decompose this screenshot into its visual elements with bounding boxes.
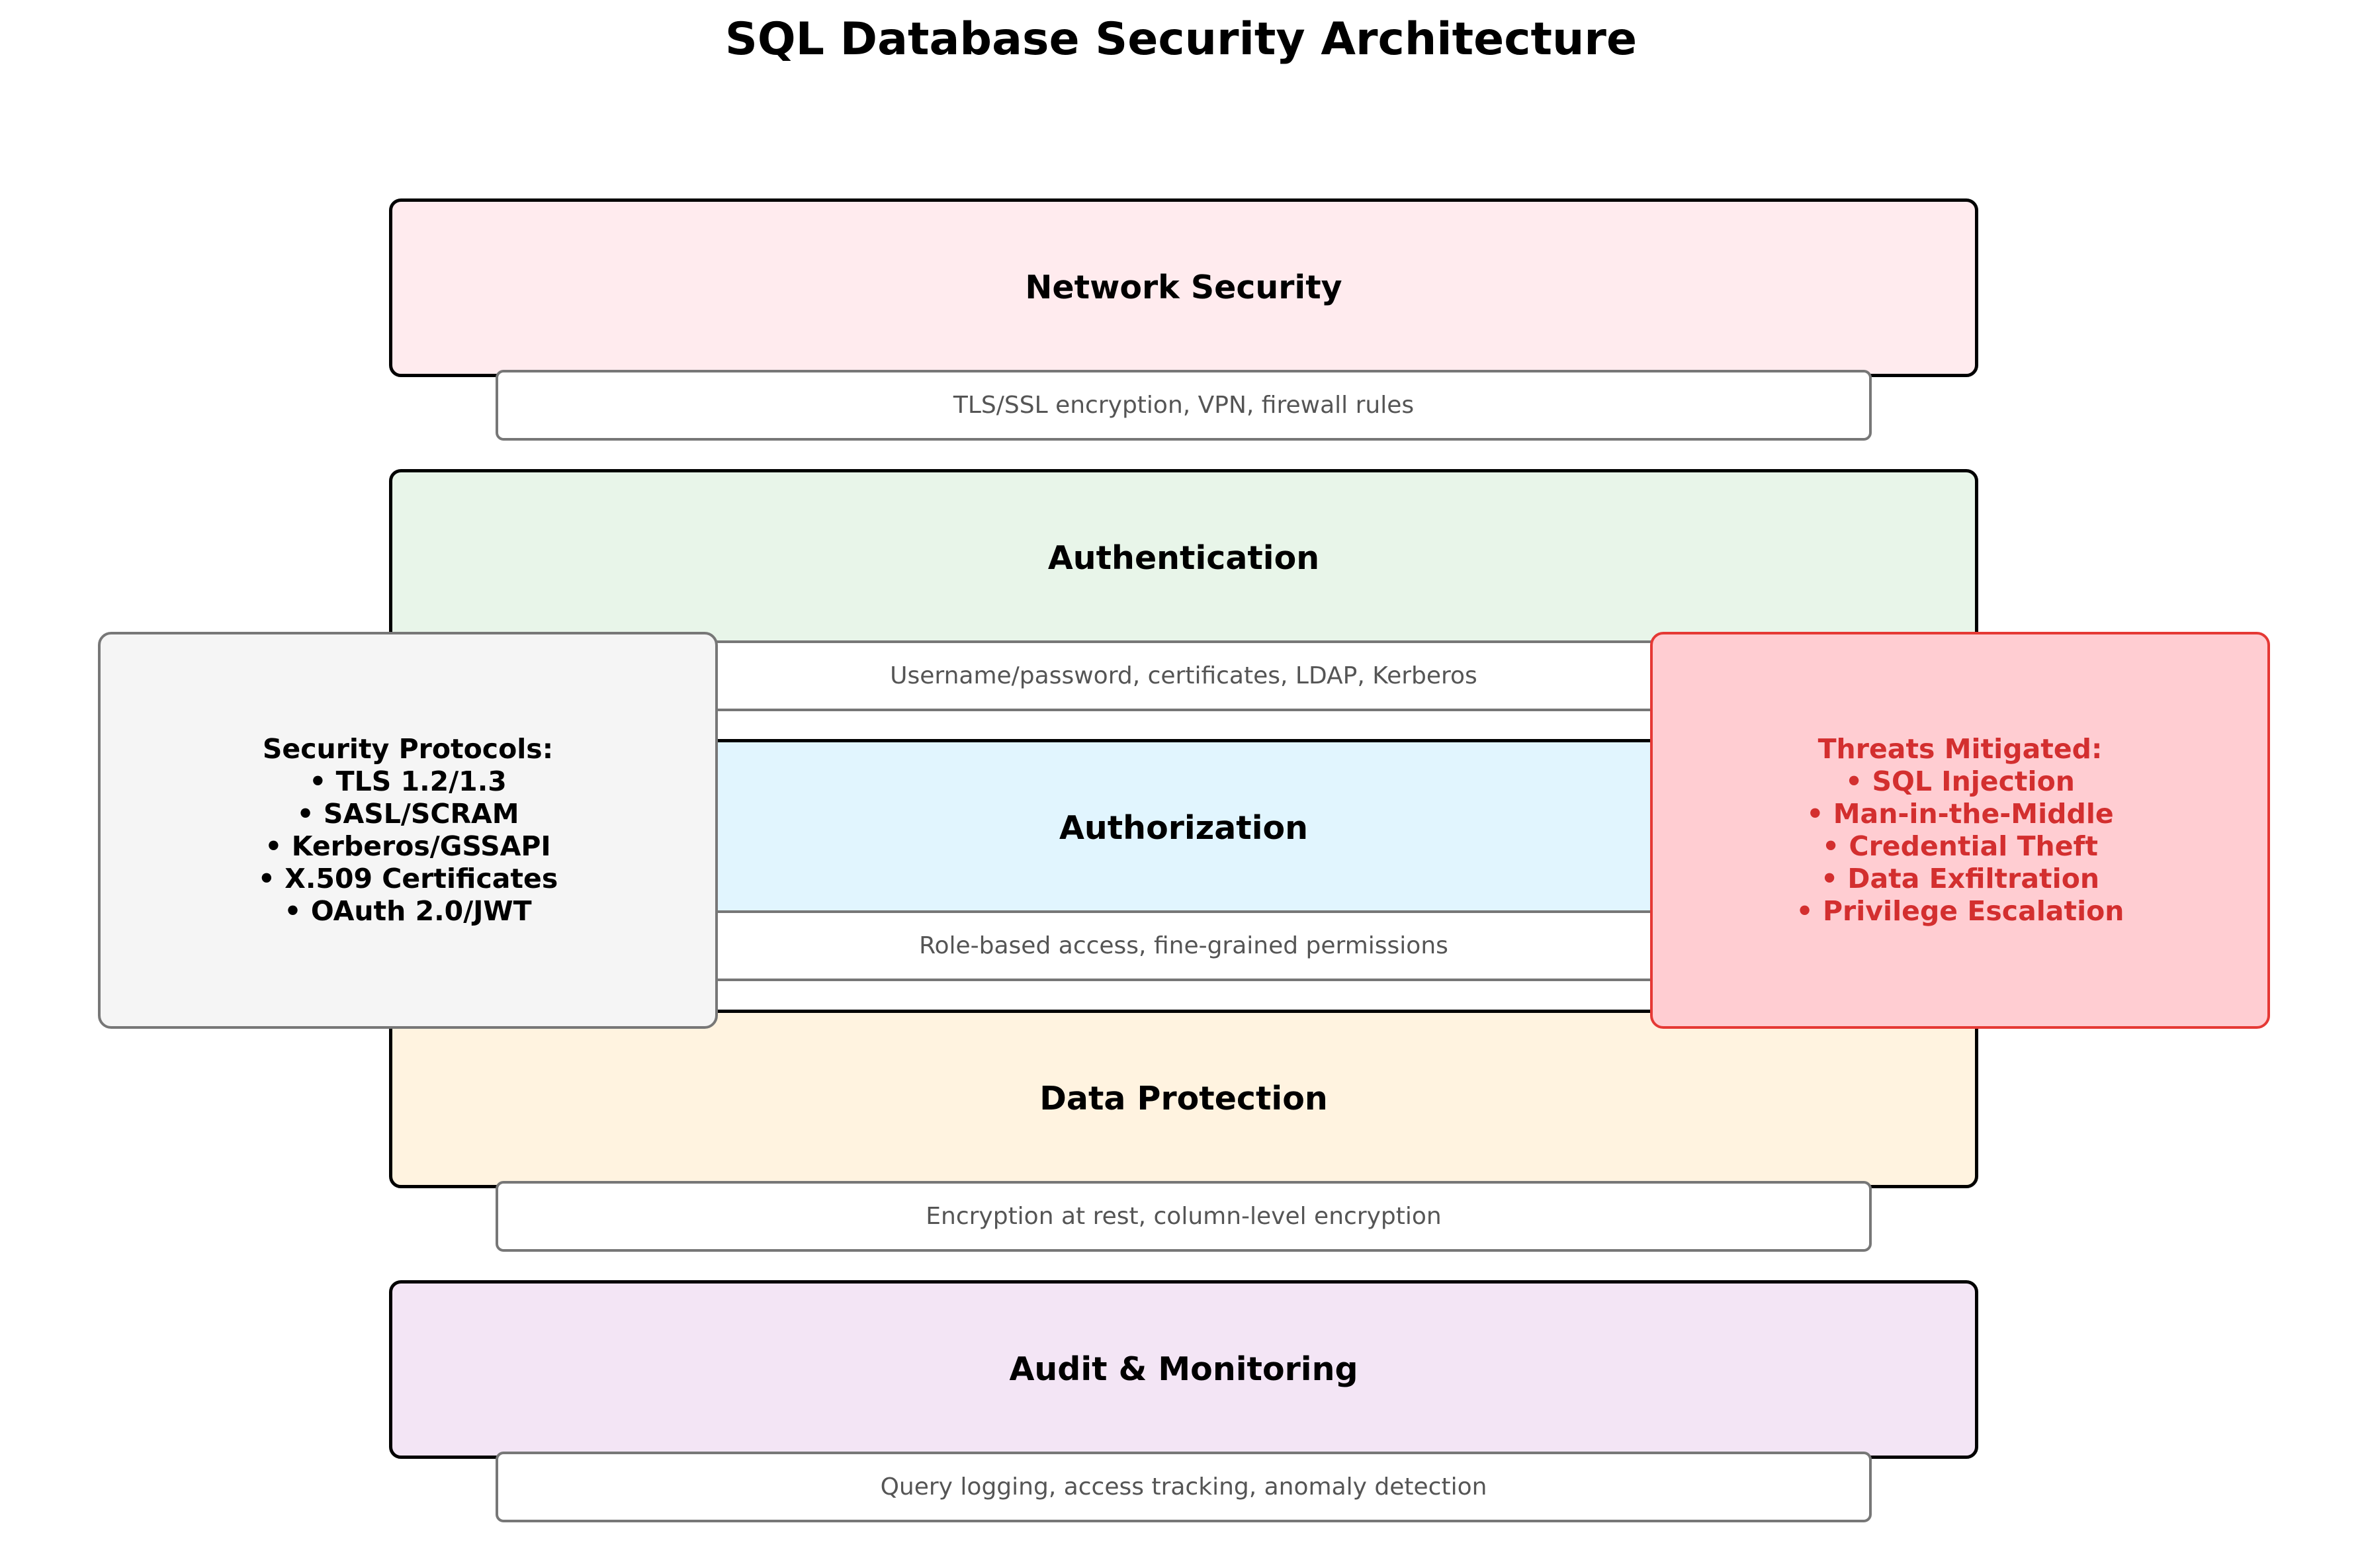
- threat-item: • Credential Theft: [1822, 830, 2098, 862]
- protocol-item: • X.509 Certificates: [257, 863, 558, 894]
- protocol-item: • TLS 1.2/1.3: [309, 765, 507, 797]
- threat-item: • Data Exfiltration: [1820, 863, 2100, 894]
- protocol-item: • Kerberos/GSSAPI: [265, 830, 551, 862]
- layer-audit-monitoring: [389, 1280, 1978, 1459]
- threat-item: • Privilege Escalation: [1796, 895, 2124, 927]
- security-protocols-text: Security Protocols: • TLS 1.2/1.3 • SASL…: [98, 632, 718, 1029]
- threats-mitigated-heading: Threats Mitigated:: [1817, 733, 2103, 765]
- protocol-item: • SASL/SCRAM: [296, 798, 519, 830]
- diagram-title: SQL Database Security Architecture: [724, 13, 1638, 65]
- desc-authentication: Username/password, certificates, LDAP, K…: [890, 662, 1477, 689]
- layer-label-authentication: Authentication: [1047, 539, 1320, 577]
- desc-authorization: Role-based access, fine-grained permissi…: [919, 932, 1448, 959]
- desc-box-network-security: [496, 370, 1872, 441]
- desc-data-protection: Encryption at rest, column-level encrypt…: [926, 1203, 1442, 1230]
- desc-audit-monitoring: Query logging, access tracking, anomaly …: [880, 1473, 1487, 1501]
- desc-network-security: TLS/SSL encryption, VPN, firewall rules: [953, 392, 1415, 419]
- layer-label-authorization: Authorization: [1059, 809, 1309, 847]
- threats-mitigated-text: Threats Mitigated: • SQL Injection • Man…: [1650, 632, 2270, 1029]
- layer-label-data-protection: Data Protection: [1039, 1080, 1328, 1117]
- desc-box-audit-monitoring: [496, 1452, 1872, 1522]
- layer-label-audit-monitoring: Audit & Monitoring: [1009, 1350, 1358, 1388]
- layer-network-security: [389, 198, 1978, 377]
- protocol-item: • OAuth 2.0/JWT: [284, 895, 532, 927]
- threats-mitigated-panel: [1650, 632, 2270, 1029]
- desc-box-data-protection: [496, 1181, 1872, 1252]
- desc-box-authorization: [496, 910, 1872, 981]
- threat-item: • SQL Injection: [1845, 765, 2075, 797]
- layer-label-network-security: Network Security: [1025, 269, 1342, 306]
- desc-box-authentication: [496, 640, 1872, 711]
- threat-item: • Man-in-the-Middle: [1806, 798, 2114, 830]
- security-protocols-panel: [98, 632, 718, 1029]
- security-protocols-heading: Security Protocols:: [262, 733, 554, 765]
